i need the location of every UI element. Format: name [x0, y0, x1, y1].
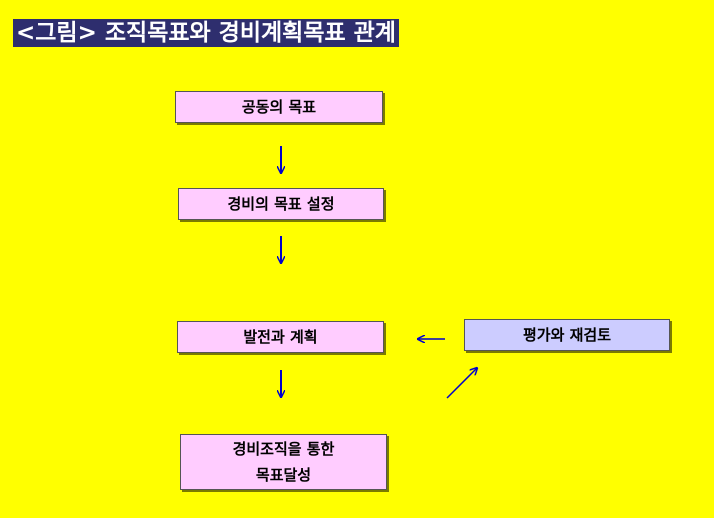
node-development-plan-label: 발전과 계획 — [243, 328, 318, 346]
node-achievement: 경비조직을 통한 목표달성 — [180, 434, 387, 490]
node-development-plan: 발전과 계획 — [177, 321, 384, 353]
node-common-goal-label: 공동의 목표 — [241, 98, 317, 116]
arrow-achievement-to-evaluation — [446, 368, 477, 399]
node-evaluation: 평가와 재검토 — [464, 319, 670, 351]
node-common-goal: 공동의 목표 — [175, 91, 383, 123]
node-achievement-label-line2: 목표달성 — [255, 466, 312, 484]
node-achievement-label-line1: 경비조직을 통한 — [232, 440, 335, 458]
node-security-goal: 경비의 목표 설정 — [178, 188, 384, 220]
node-security-goal-label: 경비의 목표 설정 — [227, 195, 335, 213]
diagram-title: <그림> 조직목표와 경비계획목표 관계 — [13, 19, 399, 47]
node-evaluation-label: 평가와 재검토 — [522, 326, 612, 344]
